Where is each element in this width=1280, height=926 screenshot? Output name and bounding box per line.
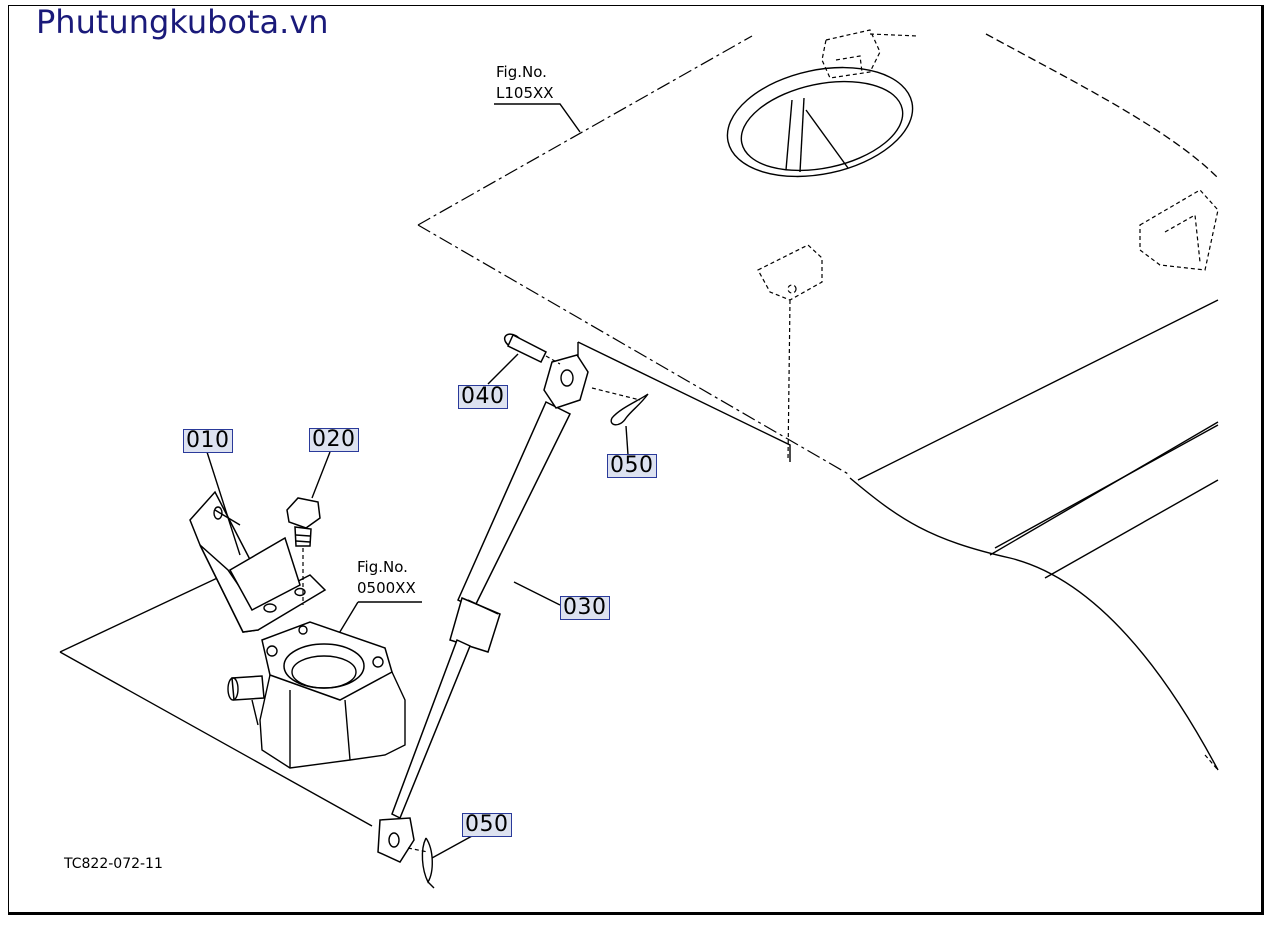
callout-050-upper[interactable]: 050 bbox=[607, 454, 657, 478]
callout-050-lower[interactable]: 050 bbox=[462, 813, 512, 837]
gas-strut-030 bbox=[377, 354, 589, 863]
clip-050-upper bbox=[591, 387, 649, 426]
fig-ref-hood: Fig.No. L105XX bbox=[496, 62, 554, 104]
leader-050-upper bbox=[625, 425, 629, 456]
callout-030[interactable]: 030 bbox=[560, 596, 610, 620]
fig-ref-leader-hood bbox=[494, 103, 581, 133]
hood-bracket bbox=[757, 244, 823, 461]
callout-040[interactable]: 040 bbox=[458, 385, 508, 409]
leader-010 bbox=[206, 451, 241, 556]
leader-040 bbox=[487, 353, 519, 385]
site-watermark: Phutungkubota.vn bbox=[36, 3, 329, 41]
callout-020[interactable]: 020 bbox=[309, 428, 359, 452]
leader-030 bbox=[513, 581, 561, 606]
drawing-frame bbox=[8, 5, 1264, 915]
fig-ref-thermostat: Fig.No. 0500XX bbox=[357, 557, 416, 599]
hood-latch-top bbox=[821, 29, 919, 79]
bolt-020 bbox=[286, 497, 321, 605]
leader-hood-bracket bbox=[577, 341, 791, 462]
thermostat-housing bbox=[227, 621, 406, 769]
callout-010[interactable]: 010 bbox=[183, 429, 233, 453]
clip-050-lower bbox=[407, 837, 435, 889]
pin-040 bbox=[503, 333, 561, 365]
fig-ref-hood-number: L105XX bbox=[496, 84, 554, 102]
hood-opening bbox=[726, 66, 914, 178]
hood-hinge-right bbox=[1139, 189, 1219, 271]
leader-050-lower bbox=[431, 835, 473, 859]
engine-frame-outline bbox=[59, 564, 373, 827]
leader-020 bbox=[311, 451, 331, 499]
drawing-code: TC822-072-11 bbox=[64, 856, 163, 872]
bracket-010 bbox=[189, 490, 327, 633]
fig-ref-thermostat-label: Fig.No. bbox=[357, 558, 408, 576]
fig-ref-hood-label: Fig.No. bbox=[496, 63, 547, 81]
fig-ref-thermostat-number: 0500XX bbox=[357, 579, 416, 597]
hood-outline bbox=[417, 33, 1219, 771]
